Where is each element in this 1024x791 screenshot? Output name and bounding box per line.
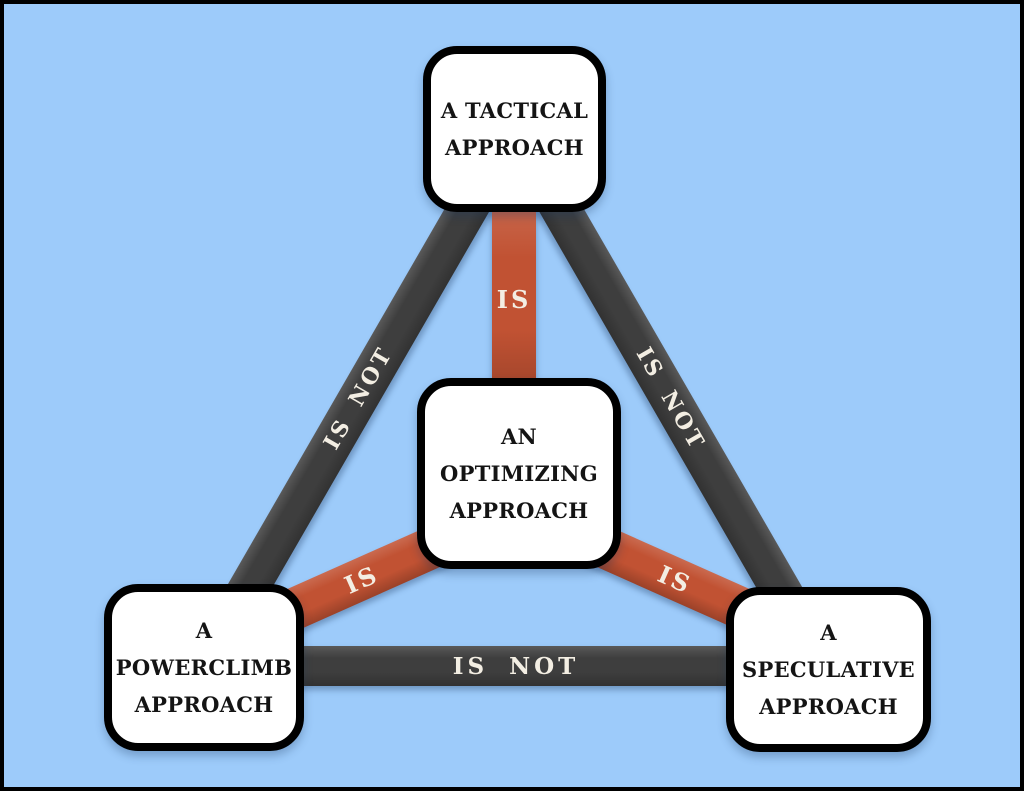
- edge-label-is-not: IS NOT: [318, 341, 399, 455]
- node-tactical-approach: A TACTICAL APPROACH: [423, 46, 606, 212]
- node-label-line1: AN OPTIMIZING: [440, 424, 598, 486]
- node-label: AN OPTIMIZING APPROACH: [425, 418, 613, 529]
- edge-label-is-not: IS NOT: [452, 652, 580, 680]
- edge-optimizing-tactical: IS: [492, 196, 536, 402]
- node-label-line2: APPROACH: [449, 498, 589, 523]
- node-label-line2: APPROACH: [445, 135, 584, 160]
- node-label-line2: APPROACH: [759, 694, 898, 719]
- node-label: A TACTICAL APPROACH: [441, 92, 588, 166]
- edge-label-is: IS: [653, 558, 698, 600]
- node-label: A SPECULATIVE APPROACH: [734, 614, 923, 725]
- node-label-line1: A SPECULATIVE: [742, 620, 915, 682]
- edge-label-is-not: IS NOT: [630, 342, 711, 456]
- node-label: A POWERCLIMB APPROACH: [112, 612, 296, 723]
- node-label-line1: A POWERCLIMB: [115, 618, 293, 680]
- edge-label-is: IS: [339, 558, 384, 600]
- node-label-line2: APPROACH: [134, 692, 274, 717]
- node-powerclimb-approach: A POWERCLIMB APPROACH: [104, 584, 304, 751]
- node-label-line1: A TACTICAL: [440, 98, 589, 123]
- edge-label-is: IS: [496, 284, 532, 314]
- node-speculative-approach: A SPECULATIVE APPROACH: [726, 587, 931, 752]
- node-optimizing-approach: AN OPTIMIZING APPROACH: [417, 378, 621, 569]
